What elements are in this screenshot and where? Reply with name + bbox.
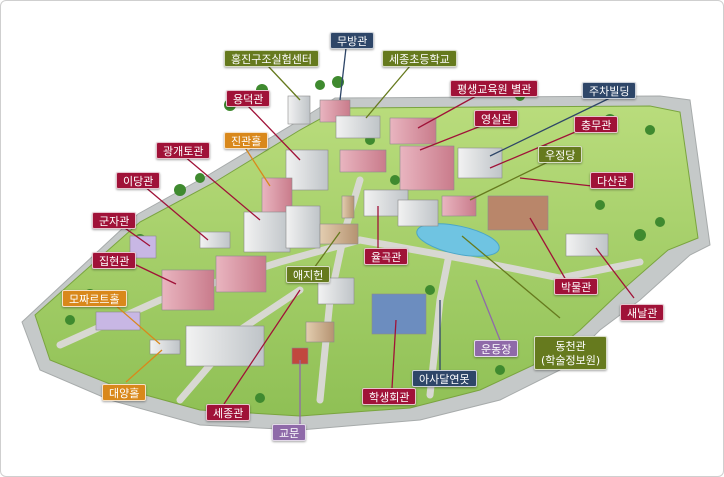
label-aejiheon[interactable]: 애지헌	[286, 266, 331, 283]
label-main-gate[interactable]: 교문	[272, 424, 307, 441]
label-mubang[interactable]: 무방관	[330, 32, 375, 49]
label-saenal[interactable]: 새날관	[620, 304, 665, 321]
label-sejong-elementary[interactable]: 세종초등학교	[382, 50, 457, 67]
asadal-pond-water	[416, 223, 500, 257]
label-yulgok[interactable]: 율곡관	[364, 248, 409, 265]
buildings	[95, 95, 609, 367]
label-asadal-pond[interactable]: 아사달연못	[412, 370, 477, 387]
label-dongcheon[interactable]: 동천관 (학술정보원)	[534, 336, 608, 370]
label-lifelong-annex[interactable]: 평생교육원 별관	[450, 80, 539, 97]
leader-lines	[113, 47, 635, 424]
label-chungmu[interactable]: 충무관	[574, 116, 619, 133]
label-mozart-hall[interactable]: 모짜르트홀	[62, 290, 127, 307]
label-hongjin[interactable]: 홍진구조실험센터	[224, 50, 319, 67]
label-gunja[interactable]: 군자관	[92, 212, 137, 229]
label-jingwan-hall[interactable]: 진관홀	[224, 132, 269, 149]
label-stadium[interactable]: 운동장	[474, 340, 519, 357]
label-daeyang-hall[interactable]: 대양홀	[102, 384, 147, 401]
label-yongdeok[interactable]: 용덕관	[226, 90, 271, 107]
label-gwanggaeto[interactable]: 광개토관	[156, 142, 211, 159]
label-idang[interactable]: 이당관	[116, 172, 161, 189]
label-yeongsil[interactable]: 영실관	[474, 110, 519, 127]
label-museum[interactable]: 박물관	[554, 278, 599, 295]
label-student-hall[interactable]: 학생회관	[362, 388, 417, 405]
label-jiphyeon[interactable]: 집현관	[92, 252, 137, 269]
label-ujeongdang[interactable]: 우정당	[538, 146, 583, 163]
label-dasan[interactable]: 다산관	[590, 172, 635, 189]
label-sejong-hall[interactable]: 세종관	[206, 404, 251, 421]
label-parking-building[interactable]: 주차빌딩	[582, 82, 637, 99]
